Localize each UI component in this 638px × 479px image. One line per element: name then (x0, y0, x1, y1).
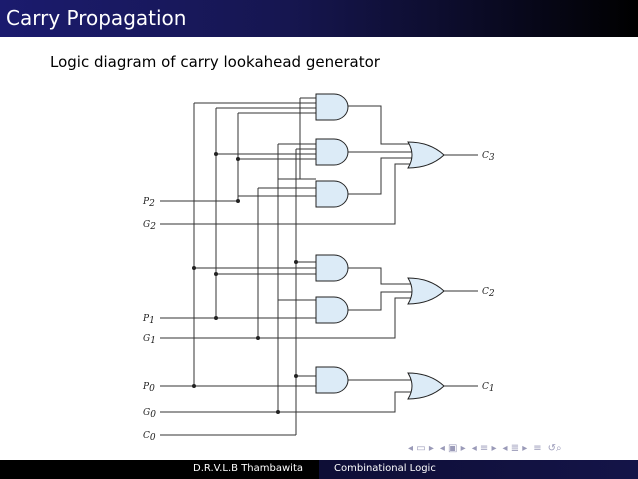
footer-left: D.R.V.L.B Thambawita (0, 460, 319, 479)
or-gate (407, 277, 445, 305)
label-c1: C1 (482, 382, 495, 394)
slide-title: Carry Propagation (6, 6, 187, 30)
label-c0: C0 (143, 431, 156, 443)
and-gate (315, 296, 349, 324)
and-gate (315, 366, 349, 394)
prev-subsection-icon[interactable]: ◂ ≡ ▸ (471, 442, 497, 454)
and-gate (315, 93, 349, 121)
title-bar: Carry Propagation (0, 0, 638, 37)
and-gate (315, 180, 349, 208)
or-gate (407, 372, 445, 400)
label-p1: P1 (142, 314, 155, 326)
and-gate (315, 254, 349, 282)
align-icon[interactable]: ≡ (533, 442, 542, 454)
footer-topic: Combinational Logic (334, 463, 436, 474)
prev-section-icon[interactable]: ◂ ▣ ▸ (439, 442, 466, 454)
label-g2: G2 (143, 220, 156, 232)
label-c2: C2 (482, 287, 495, 299)
and-gates (315, 93, 349, 394)
junction-dots (192, 152, 298, 414)
or-gates (407, 141, 445, 400)
slide-subtitle: Logic diagram of carry lookahead generat… (50, 53, 380, 71)
footer: D.R.V.L.B Thambawita Combinational Logic (0, 460, 638, 479)
and-gate (315, 138, 349, 166)
label-g0: G0 (143, 408, 156, 420)
label-p0: P0 (142, 382, 155, 394)
label-c3: C3 (482, 151, 495, 163)
prev-frame-icon[interactable]: ◂ ▭ ▸ (408, 442, 434, 454)
or-gate (407, 141, 445, 169)
footer-right: Combinational Logic (319, 460, 638, 479)
search-icon[interactable]: ↺⌕ (547, 442, 562, 454)
wires (160, 97, 478, 436)
prev-slide-icon[interactable]: ◂ ≣ ▸ (502, 442, 528, 454)
output-labels: C3 C2 C1 (482, 151, 495, 394)
label-p2: P2 (142, 197, 155, 209)
input-labels: P2 G2 P1 G1 P0 G0 C0 (142, 197, 156, 443)
footer-author: D.R.V.L.B Thambawita (193, 463, 303, 474)
label-g1: G1 (143, 334, 156, 346)
beamer-navigation: ◂ ▭ ▸ ◂ ▣ ▸ ◂ ≡ ▸ ◂ ≣ ▸ ≡ ↺⌕ (408, 441, 562, 455)
